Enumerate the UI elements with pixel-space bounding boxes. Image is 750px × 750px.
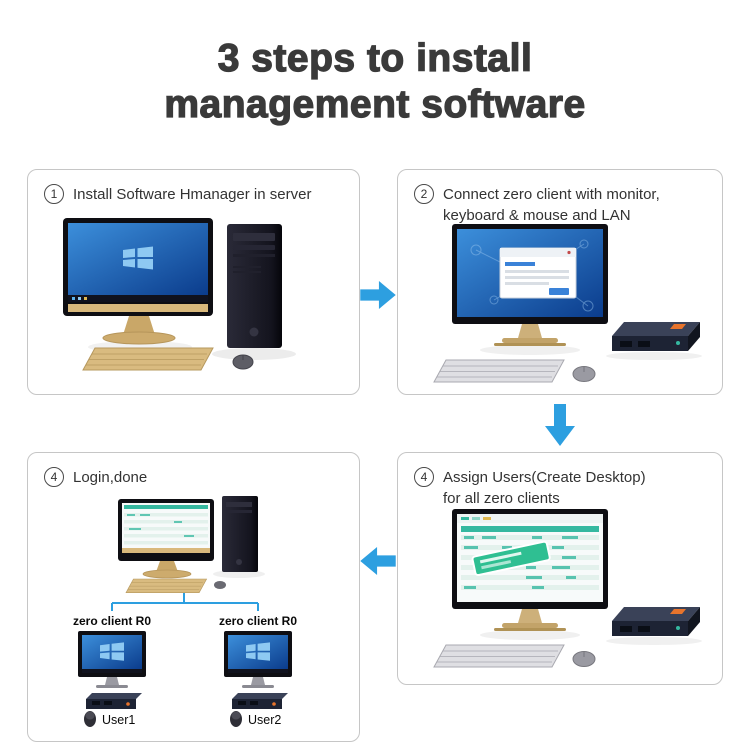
user-1: User1 xyxy=(84,711,135,727)
step-text: Install Software Hmanager in server xyxy=(73,186,312,203)
step-text: Assign Users(Create Desktop) for all zer… xyxy=(443,469,646,507)
step-text: Connect zero client with monitor, keyboa… xyxy=(443,186,660,224)
user-label-1: User1 xyxy=(102,713,135,727)
step-number-badge: 4 xyxy=(44,467,64,487)
step-panel-install: 1 Install Software Hmanager in server xyxy=(27,169,360,395)
step-number-badge: 2 xyxy=(414,184,434,204)
zero-client-icon xyxy=(612,607,700,636)
assign-users-illustration xyxy=(433,509,702,668)
server-computer-icon xyxy=(118,496,265,593)
step-header: 1 Install Software Hmanager in server xyxy=(28,170,359,205)
monitor-icon xyxy=(452,224,608,346)
zero-client-label-2: zero client R0 xyxy=(219,614,297,628)
keyboard-icon xyxy=(82,347,214,371)
step-header: 2 Connect zero client with monitor, keyb… xyxy=(398,170,722,226)
zero-client-setup-1 xyxy=(78,631,146,709)
step-panel-assign: 4 Assign Users(Create Desktop) for all z… xyxy=(397,452,723,685)
page-title: 3 steps to install management software xyxy=(0,36,750,128)
toast-banner xyxy=(471,540,551,577)
step-header: 4 Assign Users(Create Desktop) for all z… xyxy=(398,453,722,509)
aio-monitor-icon xyxy=(63,218,213,345)
server-install-illustration xyxy=(63,218,296,371)
monitor-icon xyxy=(452,509,608,631)
step-panel-connect: 2 Connect zero client with monitor, keyb… xyxy=(397,169,723,395)
keyboard-icon xyxy=(433,359,565,383)
keyboard-icon xyxy=(433,644,565,668)
step-number-badge: 1 xyxy=(44,184,64,204)
zero-client-icon xyxy=(612,322,700,351)
login-topology-illustration: zero client R0 zero client R0 User1 User… xyxy=(73,496,297,727)
server-tower-icon xyxy=(227,224,282,348)
step-number-badge: 4 xyxy=(414,467,434,487)
arrow-left-icon xyxy=(360,547,396,575)
title-line-2: management software xyxy=(164,82,586,127)
zero-client-connect-illustration xyxy=(433,224,702,383)
mouse-icon xyxy=(572,366,596,382)
dialog-window xyxy=(499,247,577,299)
step-header: 4 Login,done xyxy=(28,453,359,488)
network-lines xyxy=(111,593,259,611)
step-text: Login,done xyxy=(73,469,148,486)
zero-client-setup-2 xyxy=(224,631,292,709)
user-2: User2 xyxy=(230,711,281,727)
zero-client-label-1: zero client R0 xyxy=(73,614,151,628)
title-line-1: 3 steps to install xyxy=(217,36,533,80)
mouse-icon xyxy=(572,651,596,667)
mouse-icon xyxy=(232,354,254,370)
arrow-right-icon xyxy=(360,281,396,309)
arrow-down-icon xyxy=(545,404,575,446)
user-label-2: User2 xyxy=(248,713,281,727)
step-panel-login: 4 Login,done xyxy=(27,452,360,742)
